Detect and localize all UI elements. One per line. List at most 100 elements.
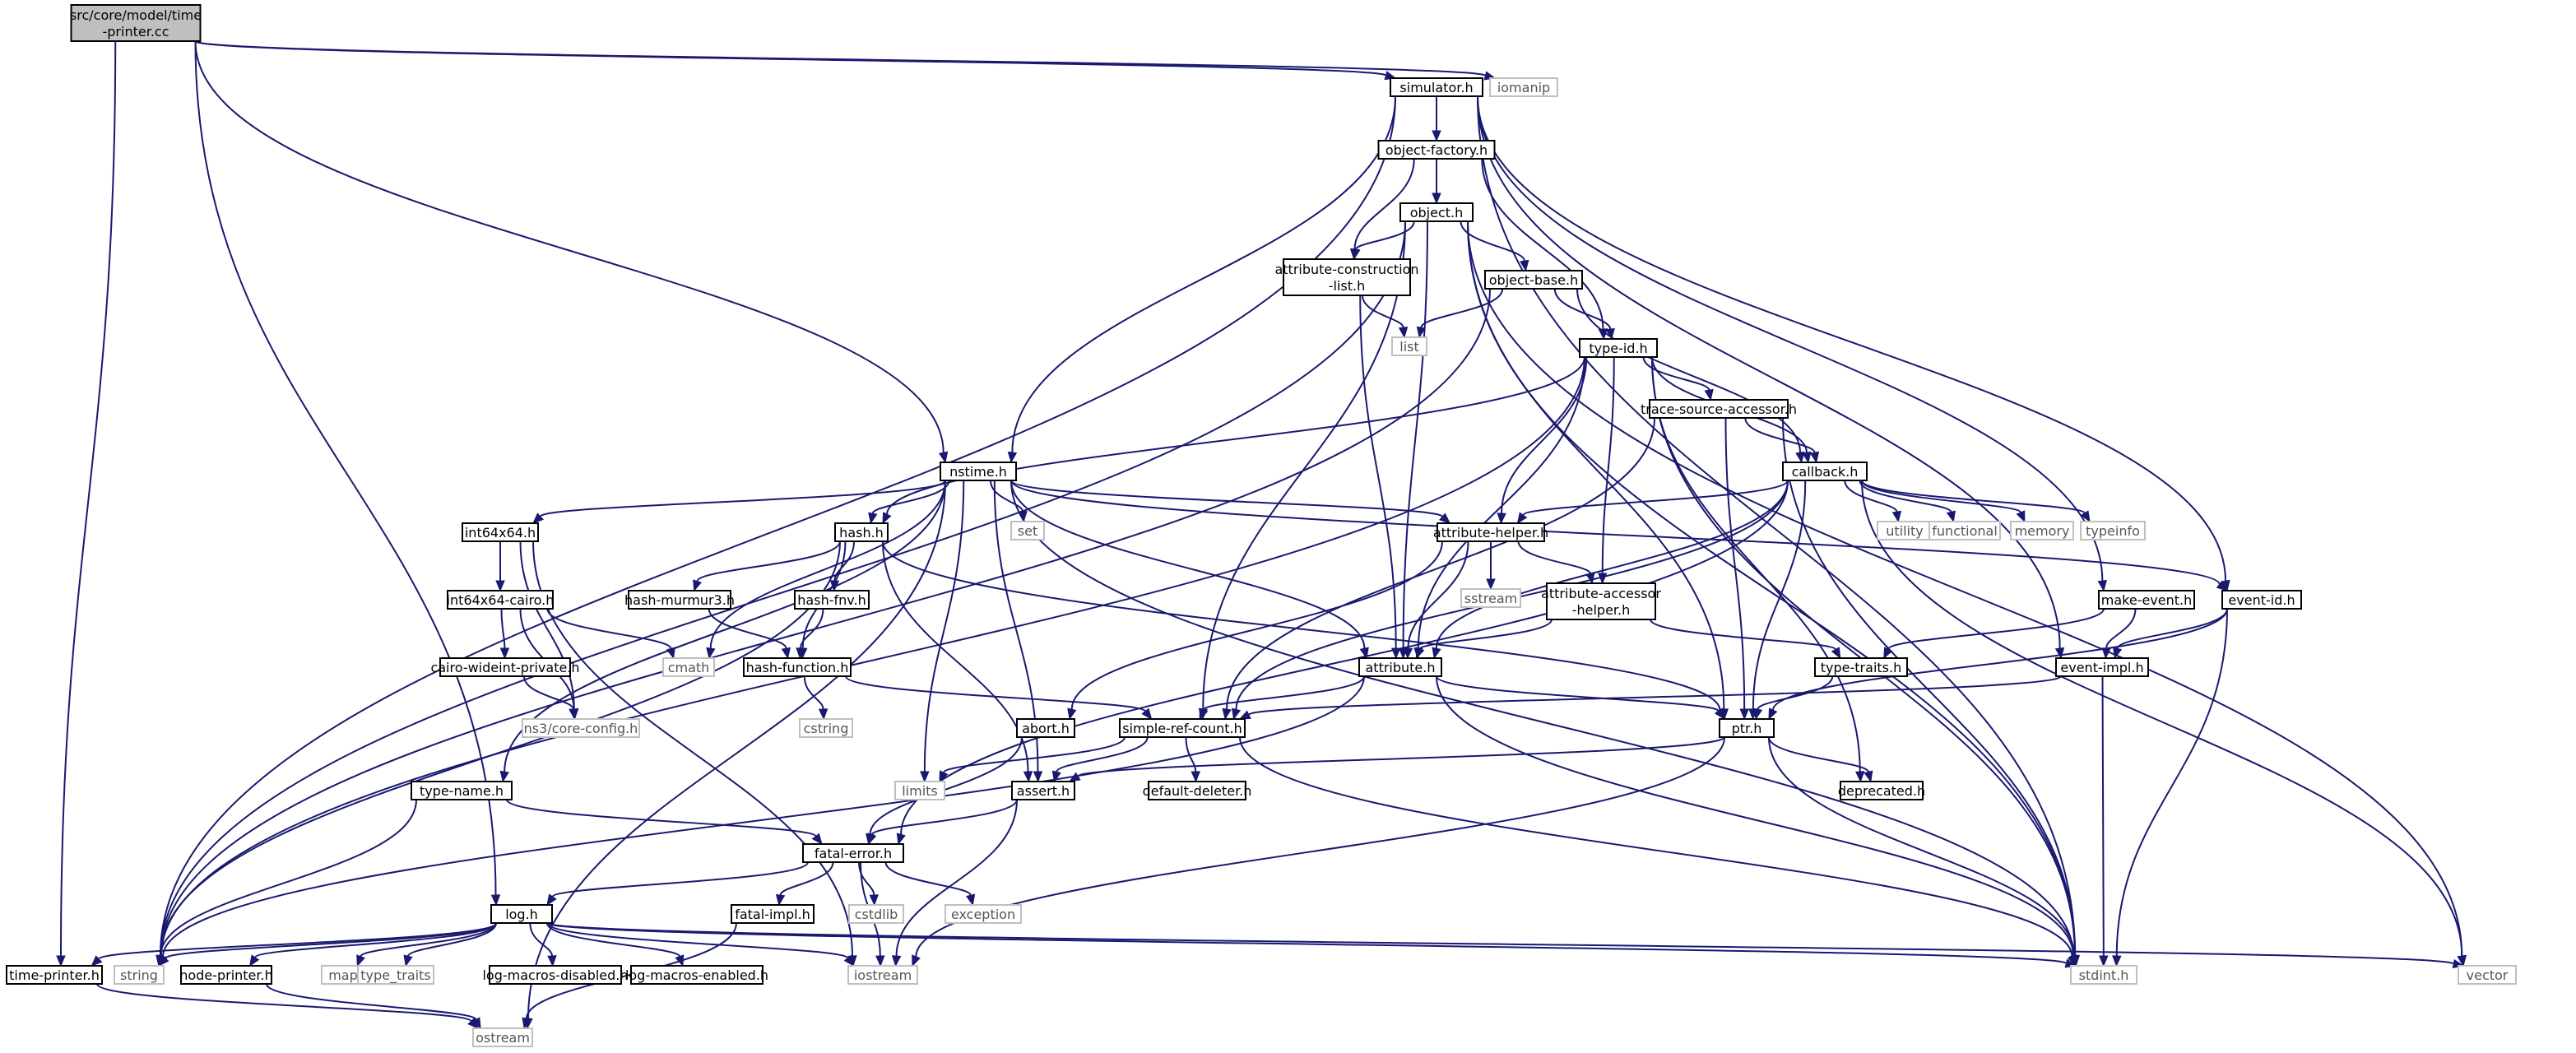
node-fatal-error[interactable]: fatal-error.h: [802, 843, 904, 863]
node-cmath: cmath: [662, 657, 715, 677]
node-log-disabled[interactable]: log-macros-disabled.h: [482, 965, 629, 985]
edge-nstime-to-event_id: [1010, 480, 2229, 591]
node-int64x64-cairo[interactable]: int64x64-cairo.h: [447, 590, 555, 610]
edge-arrowhead: [1438, 513, 1451, 524]
node-box: [802, 843, 904, 863]
node-hash[interactable]: hash.h: [834, 522, 889, 542]
node-ptr[interactable]: ptr.h: [1719, 718, 1775, 738]
node-trace-source[interactable]: trace-source-accessor.h: [1641, 399, 1797, 419]
edge-line: [1467, 220, 2463, 957]
edge-line: [1418, 619, 1553, 650]
edge-arrowhead: [499, 770, 509, 783]
edge-arrowhead: [920, 771, 930, 783]
node-box: [70, 4, 202, 42]
node-make-event[interactable]: make-event.h: [2098, 590, 2195, 610]
node-object-base[interactable]: object-base.h: [1484, 270, 1583, 290]
node-box: [2010, 521, 2074, 540]
edge-line: [159, 95, 1396, 957]
node-hash-fnv[interactable]: hash-fnv.h: [794, 590, 870, 610]
node-type-id[interactable]: type-id.h: [1579, 338, 1658, 358]
node-attribute[interactable]: attribute.h: [1358, 657, 1442, 677]
edge-arrowhead: [1486, 578, 1496, 591]
edge-arrowhead: [1238, 710, 1251, 720]
node-fatal-impl[interactable]: fatal-impl.h: [731, 904, 815, 924]
edge-line: [546, 922, 2068, 965]
node-node-printer[interactable]: node-printer.h: [179, 965, 273, 985]
node-label: functional: [1932, 523, 1998, 539]
node-exception: exception: [945, 904, 1022, 924]
edge-event_impl-to-stdint: [2099, 675, 2109, 967]
node-box: [1484, 270, 1583, 290]
node-type-traits-h[interactable]: type-traits.h: [1814, 657, 1908, 677]
node-int64x64[interactable]: int64x64.h: [462, 522, 539, 542]
node-label: trace-source-accessor.h: [1641, 401, 1797, 417]
node-label: set: [1018, 523, 1037, 539]
node-log[interactable]: log.h: [490, 904, 553, 924]
node-default-deleter[interactable]: default-deleter.h: [1143, 781, 1252, 800]
edge-fatal_error-to-fatal_impl: [775, 861, 834, 907]
edge-arrowhead: [939, 770, 949, 783]
edge-arrowhead: [896, 833, 906, 846]
node-box: [1437, 522, 1545, 542]
node-object-factory[interactable]: object-factory.h: [1377, 140, 1496, 160]
edge-log-to-iostream: [546, 922, 855, 967]
node-log-enabled[interactable]: log-macros-enabled.h: [625, 965, 768, 985]
node-hash-murmur3[interactable]: hash-murmur3.h: [624, 590, 735, 610]
edge-line: [1477, 95, 2077, 957]
edge-simple_ref-to-limits: [939, 736, 1126, 783]
edge-arrowhead: [2080, 510, 2091, 523]
node-label: default-deleter.h: [1143, 783, 1252, 799]
node-label: type-id.h: [1589, 341, 1647, 356]
edge-arrowhead: [490, 894, 501, 907]
node-object[interactable]: object.h: [1399, 202, 1474, 222]
edge-line: [1467, 220, 2076, 957]
edge-line: [858, 861, 875, 896]
node-box: [2098, 590, 2195, 610]
node-time-printer[interactable]: time-printer.h: [6, 965, 103, 985]
edge-callback-to-fatal_error: [896, 480, 1789, 846]
node-deprecated[interactable]: deprecated.h: [1838, 781, 1925, 800]
node-callback[interactable]: callback.h: [1782, 462, 1868, 481]
edge-line: [1467, 220, 1725, 710]
node-type-name[interactable]: type-name.h: [411, 781, 513, 800]
node-simulator[interactable]: simulator.h: [1390, 77, 1483, 97]
edge-arrowhead: [1432, 193, 1441, 205]
edge-hash_fnv-to-hash_function: [796, 608, 824, 660]
edge-event_id-to-event_impl: [2113, 608, 2228, 660]
node-attribute-helper[interactable]: attribute-helper.h: [1433, 522, 1548, 542]
node-assert[interactable]: assert.h: [1011, 781, 1075, 800]
node-root[interactable]: src/core/model/time-printer.cc: [70, 4, 202, 42]
edge-line: [1601, 356, 1615, 574]
edge-arrowhead: [1497, 513, 1506, 525]
edge-line: [1247, 675, 2062, 716]
node-hash-function[interactable]: hash-function.h: [743, 657, 852, 677]
node-event-impl[interactable]: event-impl.h: [2055, 657, 2149, 677]
edge-hash-to-ptr: [882, 540, 1725, 721]
edge-arrowhead: [1403, 647, 1413, 660]
node-event-id[interactable]: event-id.h: [2221, 590, 2302, 610]
node-simple-ref[interactable]: simple-ref-count.h: [1119, 718, 1246, 738]
node-attr-construction[interactable]: attribute-construction-list.h: [1274, 258, 1419, 296]
node-label: ns3/core-config.h: [524, 721, 638, 736]
node-label: fatal-impl.h: [735, 907, 810, 922]
node-label: attribute-accessor: [1541, 586, 1661, 601]
edge-arrowhead: [1351, 248, 1361, 261]
node-box: [1489, 77, 1558, 97]
node-attr-accessor[interactable]: attribute-accessor-helper.h: [1541, 582, 1661, 620]
edge-arrowhead: [158, 954, 169, 967]
node-label: list: [1399, 339, 1419, 355]
edge-object_factory-to-object: [1432, 159, 1441, 205]
edge-line: [1477, 95, 2104, 582]
edge-line: [1077, 736, 1725, 777]
edge-line: [871, 480, 950, 514]
node-nstime[interactable]: nstime.h: [940, 462, 1017, 481]
edge-line: [2115, 608, 2228, 957]
node-box: [731, 904, 815, 924]
edge-arrowhead: [495, 580, 505, 592]
node-abort[interactable]: abort.h: [1016, 718, 1075, 738]
edge-attribute-to-simple_ref: [1199, 675, 1365, 721]
node-cairo-wideint[interactable]: cairo-wideint-private.h: [430, 657, 580, 677]
node-box: [1390, 77, 1483, 97]
edge-line: [194, 40, 497, 896]
node-label: map: [328, 967, 358, 983]
